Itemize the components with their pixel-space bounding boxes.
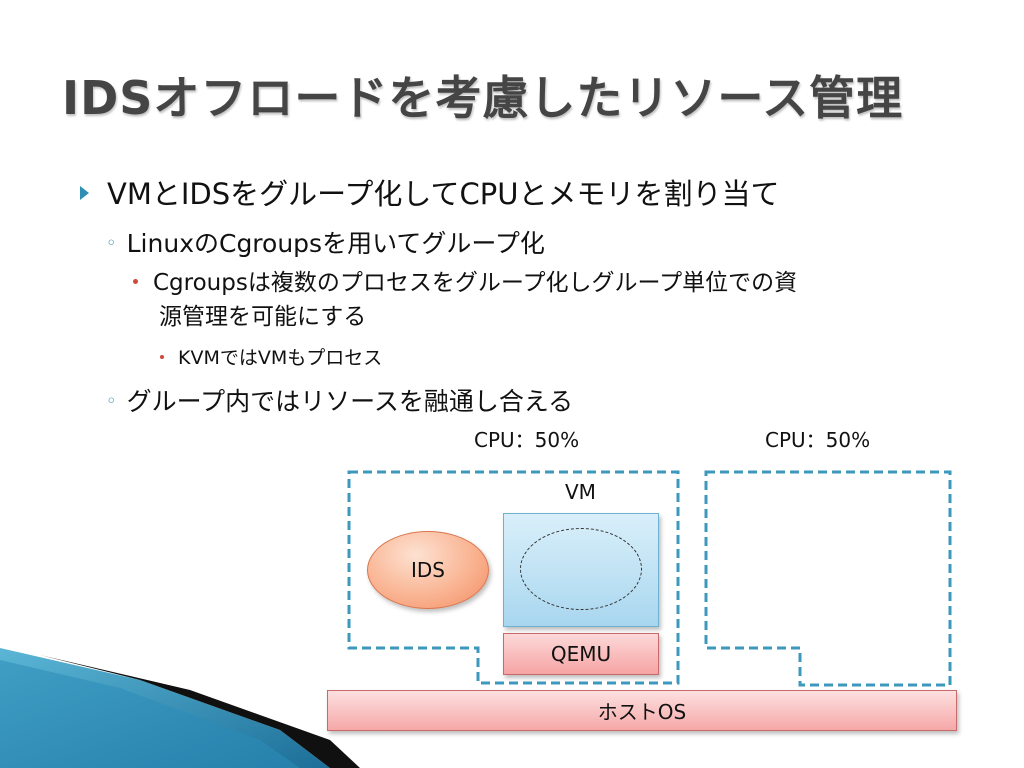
- bullet-level2-group-text: グループ内ではリソースを融通し合える: [126, 387, 574, 416]
- bullet-level3-cgroups: Cgroupsは複数のプロセスをグループ化しグループ単位での資 源管理を可能にす…: [133, 266, 973, 334]
- circle-bullet-icon: ◦: [106, 233, 117, 254]
- host-os-label: ホストOS: [597, 700, 687, 724]
- qemu-box: QEMU: [503, 633, 659, 675]
- bullet-level2-linux: ◦ LinuxのCgroupsを用いてグループ化: [106, 224, 545, 260]
- ids-label: IDS: [411, 558, 445, 582]
- dot-bullet-icon: [160, 355, 164, 359]
- cpu-allocation-left: CPU：50%: [474, 428, 580, 452]
- bullet-level2-linux-text: LinuxのCgroupsを用いてグループ化: [126, 229, 545, 258]
- triangle-bullet-icon: [80, 186, 89, 200]
- vm-guest-ellipse: [520, 528, 642, 610]
- slide-title: IDSオフロードを考慮したリソース管理: [62, 71, 904, 125]
- bullet-level1: VMとIDSをグループ化してCPUとメモリを割り当て: [80, 171, 780, 213]
- vm-label: VM: [565, 480, 596, 504]
- bullet-level1-text: VMとIDSをグループ化してCPUとメモリを割り当て: [107, 177, 780, 211]
- circle-bullet-icon: ◦: [106, 391, 117, 412]
- cgroup-left-outline: [347, 470, 680, 685]
- cgroup-right-outline: [704, 470, 952, 687]
- host-os-bar: ホストOS: [327, 690, 957, 731]
- dot-bullet-icon: [133, 279, 138, 284]
- ids-ellipse: IDS: [367, 531, 489, 609]
- qemu-label: QEMU: [550, 642, 612, 666]
- bullet-level4-text: KVMではVMもプロセス: [178, 347, 383, 369]
- bullet-level2-group: ◦ グループ内ではリソースを融通し合える: [106, 382, 573, 418]
- cpu-allocation-right: CPU：50%: [765, 428, 871, 452]
- bullet-level3-line1: Cgroupsは複数のプロセスをグループ化しグループ単位での資: [153, 270, 798, 296]
- bullet-level4-kvm: KVMではVMもプロセス: [160, 343, 382, 370]
- bullet-level3-line2: 源管理を可能にする: [159, 304, 367, 330]
